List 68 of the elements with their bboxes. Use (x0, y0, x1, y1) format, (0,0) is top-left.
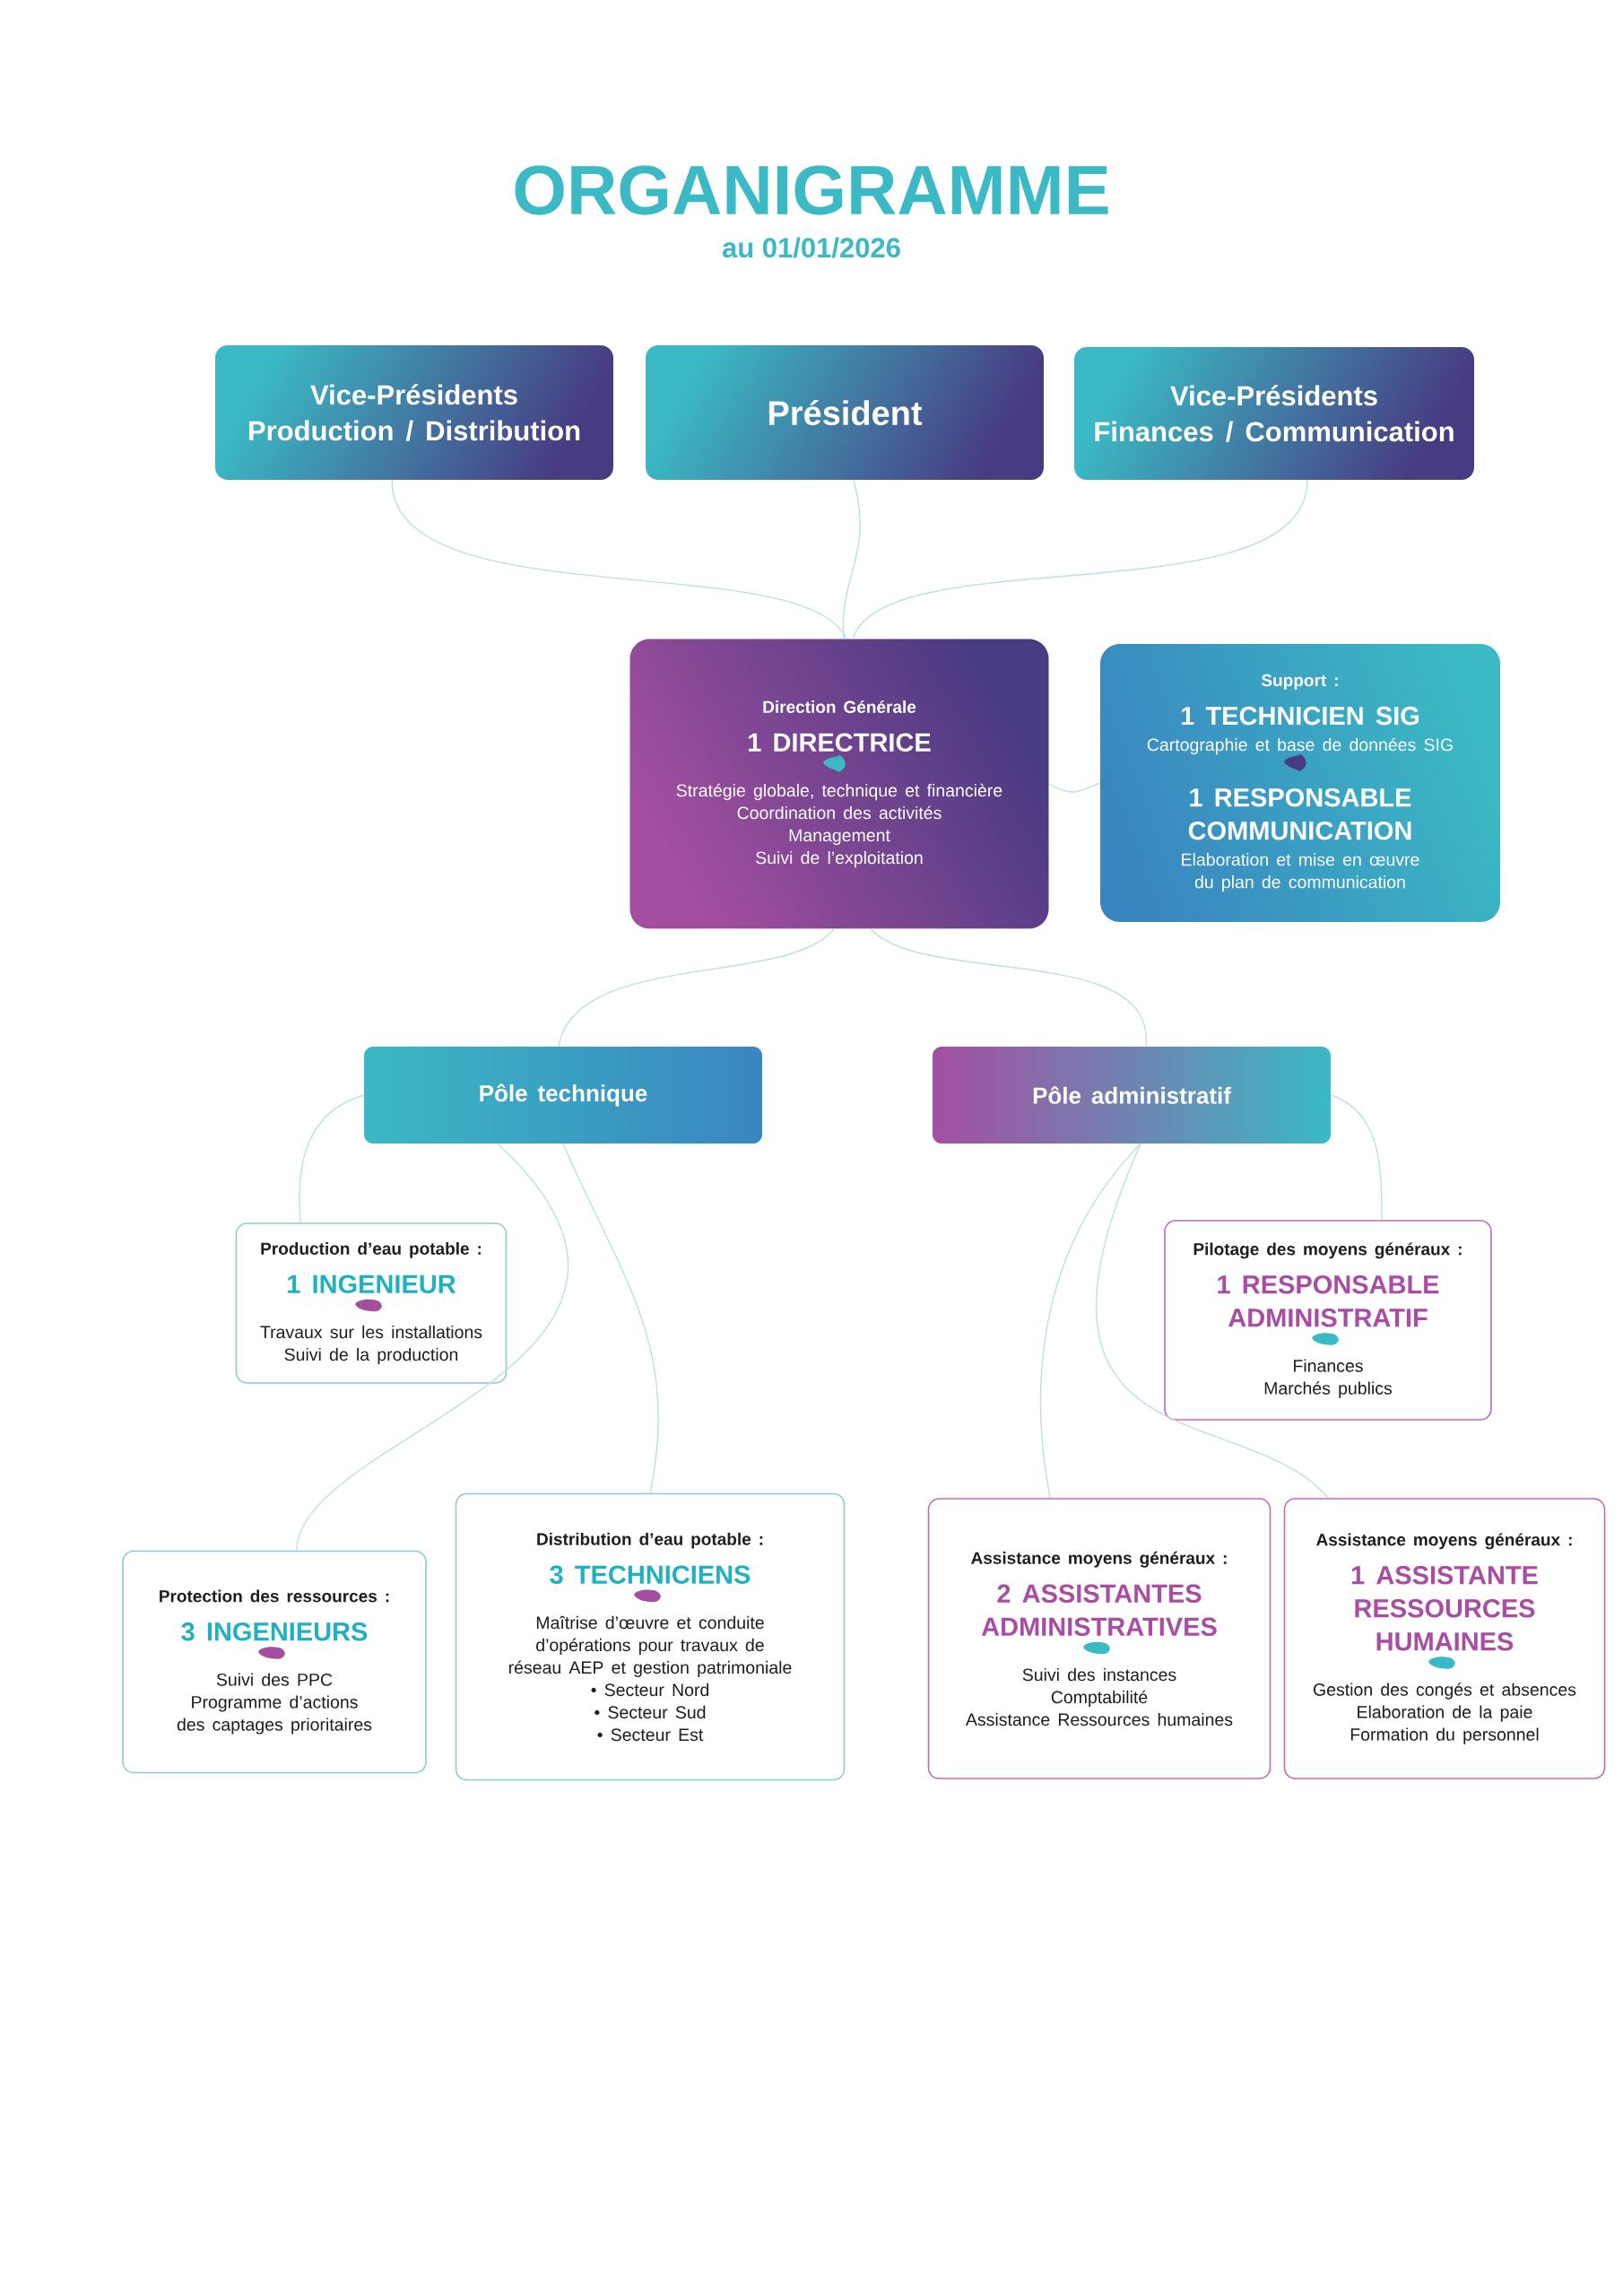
task-text: Coordination des activités (737, 805, 942, 820)
connector-line (870, 928, 1147, 1048)
task-text: Elaboration de la paie (1358, 1705, 1532, 1722)
section-heading: Production d’eau potable : (261, 1241, 482, 1258)
task-text: Gestion des congés et absences (1314, 1683, 1576, 1700)
connector-line (842, 479, 861, 640)
section-heading: Support : (1262, 674, 1338, 691)
box-title: Vice-Présidents (310, 384, 517, 405)
role-title: 2 ASSISTANTES ADMINISTRATIVES (981, 1584, 1217, 1637)
task-text: Assistance Ressources humaines (965, 1712, 1233, 1726)
section-heading: Assistance moyens généraux : (971, 1551, 1227, 1568)
role-title: 1 TECHNICIEN SIG (1182, 706, 1419, 726)
role-title: 3 TECHNICIENS (550, 1565, 751, 1584)
box-title: Pôle administratif (1033, 1086, 1231, 1104)
section-heading: Protection des ressources : (160, 1589, 389, 1603)
box-title: Production / Distribution (249, 420, 580, 441)
connector-line (1330, 1094, 1383, 1221)
role-box (455, 1492, 846, 1781)
task-text: Programme d’actions des captages prioritaires (177, 1695, 372, 1735)
task-text: Finances (1294, 1359, 1363, 1372)
task-text: • Secteur Sud (595, 1705, 706, 1719)
role-title: 1 INGENIEUR (288, 1274, 456, 1293)
role-box (235, 1222, 508, 1384)
subtitle: au 01/01/2026 (722, 237, 900, 258)
section-heading: Assistance moyens généraux : (1316, 1533, 1572, 1550)
box-title: Vice-Présidents (1170, 385, 1377, 406)
role-box (122, 1550, 427, 1774)
task-text: Suivi de la production (284, 1347, 458, 1365)
connector-line (296, 1143, 568, 1552)
role-box (1147, 674, 1453, 892)
task-text: Cartographie et base de données SIG (1147, 737, 1453, 755)
role-box (927, 1498, 1271, 1779)
task-text: • Secteur Nord (591, 1683, 709, 1697)
connector-line (391, 479, 847, 640)
section-heading: Direction Générale (763, 700, 916, 713)
task-text: Management (789, 829, 890, 846)
connector-line (562, 1143, 659, 1494)
task-text: Travaux sur les installations (260, 1325, 482, 1339)
connector-line (1040, 1143, 1141, 1499)
task-text: Formation du personnel (1350, 1727, 1539, 1744)
role-box (1164, 1220, 1492, 1421)
role-title: 1 DIRECTRICE (749, 733, 931, 752)
task-text: Suivi de l’exploitation (756, 850, 923, 868)
task-text: Maîtrise d’œuvre et conduite d’opérations pour travaux de réseau AEP et gestion patrimoniale (508, 1615, 792, 1677)
box-title: Président (768, 399, 923, 426)
role-box (676, 700, 1002, 868)
role-title: 1 RESPONSABLE ADMINISTRATIF (1218, 1275, 1439, 1327)
title: ORGANIGRAMME (515, 165, 1108, 215)
section-heading: Distribution d’eau potable : (537, 1532, 763, 1549)
task-text: Suivi des instances (1022, 1667, 1176, 1682)
connector-line (1048, 782, 1101, 793)
role-box (1283, 1498, 1606, 1779)
task-text: Comptabilité (1051, 1690, 1148, 1708)
connector-line (299, 1094, 365, 1223)
task-text: Elaboration et mise en œuvre du plan de communication (1182, 853, 1419, 892)
role-title: 3 INGENIEURS (181, 1622, 368, 1641)
task-text: Stratégie globale, technique et financière (676, 783, 1002, 801)
role-title: 1 RESPONSABLE COMMUNICATION (1188, 787, 1411, 840)
task-text: • Secteur Est (597, 1728, 704, 1742)
task-text: Suivi des PPC (216, 1673, 333, 1686)
task-text: Marchés publics (1264, 1381, 1393, 1398)
role-title: 1 ASSISTANTE RESSOURCES HUMAINES (1351, 1566, 1538, 1651)
connector-line (558, 928, 835, 1048)
box-title: Finances / Communication (1095, 421, 1454, 442)
connector-line (1096, 1143, 1329, 1499)
connector-line (852, 479, 1308, 640)
section-heading: Pilotage des moyens généraux : (1193, 1242, 1462, 1259)
box-title: Pôle technique (480, 1083, 647, 1107)
